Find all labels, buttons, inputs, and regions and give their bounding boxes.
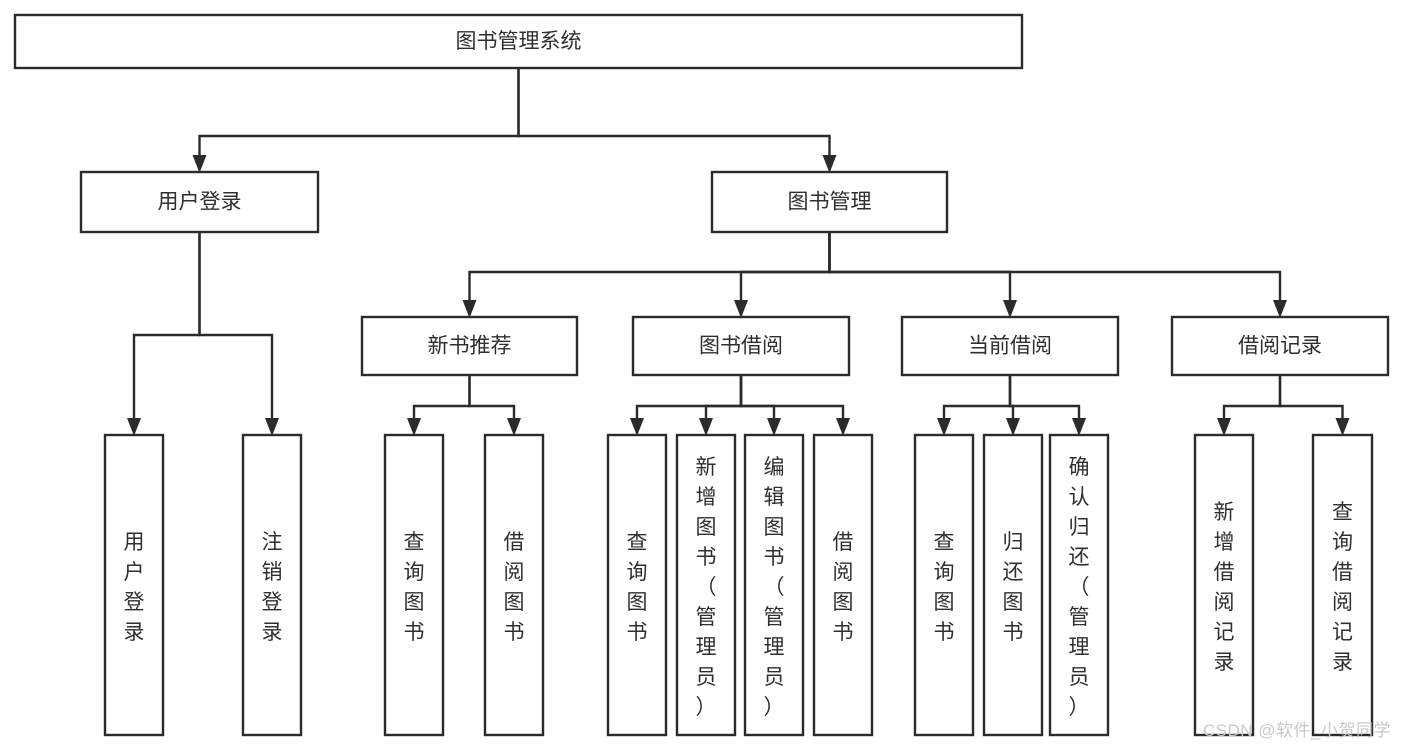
arrow-head	[937, 418, 951, 436]
node-leaf-confirm-return[interactable]: 确认归还（管理员）	[1048, 433, 1110, 737]
node-leaf-query-book-rec[interactable]: 查询图书	[383, 433, 445, 737]
node-label: 图书管理	[788, 191, 872, 214]
connector-current-borrow-to-leaf-confirm-return	[1008, 375, 1086, 436]
node-label: 编辑图书（管理员）	[764, 456, 785, 719]
connector-current-borrow-to-leaf-query-book-cur	[937, 375, 1012, 436]
node-box[interactable]	[1193, 433, 1255, 737]
node-box[interactable]	[743, 433, 805, 737]
arrow-head	[822, 155, 837, 173]
connector-borrow-record-to-leaf-add-record	[1217, 375, 1282, 436]
node-root[interactable]: 图书管理系统	[13, 13, 1024, 70]
node-leaf-query-record[interactable]: 查询借阅记录	[1311, 433, 1374, 737]
connector-book-borrow-to-leaf-borrow-book	[739, 375, 850, 436]
node-box[interactable]	[360, 315, 579, 377]
connector-user-login-to-leaf-user-logout	[198, 232, 279, 436]
node-label: 查询图书	[404, 531, 425, 644]
node-leaf-user-logout[interactable]: 注销登录	[241, 433, 303, 737]
node-user-login[interactable]: 用户登录	[79, 170, 320, 234]
connector-new-book-rec-to-leaf-borrow-book-rec	[468, 375, 521, 436]
node-box[interactable]	[383, 433, 445, 737]
node-label: 用户登录	[158, 191, 242, 214]
node-label: 查询图书	[934, 531, 955, 644]
node-box[interactable]	[1311, 433, 1374, 737]
connector-book-manage-to-borrow-record	[828, 232, 1287, 318]
node-box[interactable]	[13, 13, 1024, 70]
node-box[interactable]	[483, 433, 545, 737]
arrow-head	[265, 418, 279, 436]
node-box[interactable]	[675, 433, 737, 737]
node-label: 新增借阅记录	[1214, 501, 1235, 674]
node-label: 用户登录	[124, 531, 145, 644]
node-leaf-query-book-cur[interactable]: 查询图书	[913, 433, 975, 737]
arrow-head	[127, 418, 141, 436]
node-label: 图书管理系统	[456, 30, 582, 53]
node-box[interactable]	[812, 433, 874, 737]
arrow-head	[767, 418, 781, 436]
connector-book-manage-to-new-book-rec	[462, 232, 831, 318]
arrow-head	[462, 300, 477, 318]
node-leaf-user-login[interactable]: 用户登录	[103, 433, 165, 737]
arrow-head	[699, 418, 713, 436]
node-book-borrow[interactable]: 图书借阅	[631, 315, 851, 377]
node-label: 查询图书	[627, 531, 648, 644]
node-label: 注销登录	[262, 531, 283, 644]
node-label: 图书借阅	[699, 335, 783, 358]
node-box[interactable]	[79, 170, 320, 234]
node-box[interactable]	[982, 433, 1044, 737]
node-leaf-add-book[interactable]: 新增图书（管理员）	[675, 433, 737, 737]
node-leaf-return-book[interactable]: 归还图书	[982, 433, 1044, 737]
arrow-head	[1217, 418, 1231, 436]
node-box[interactable]	[913, 433, 975, 737]
arrow-head	[507, 418, 521, 436]
node-label: 新增图书（管理员）	[696, 456, 717, 719]
arrow-head	[1072, 418, 1086, 436]
node-label: 查询借阅记录	[1332, 501, 1353, 674]
node-leaf-borrow-book-rec[interactable]: 借阅图书	[483, 433, 545, 737]
arrow-head	[1273, 300, 1287, 318]
arrow-head	[1335, 418, 1350, 436]
connector-user-login-to-leaf-user-login	[127, 232, 201, 436]
node-box[interactable]	[241, 433, 303, 737]
node-new-book-rec[interactable]: 新书推荐	[360, 315, 579, 377]
node-label: 借阅图书	[504, 531, 525, 644]
connector-book-borrow-to-leaf-add-book	[699, 375, 743, 436]
node-label: 借阅记录	[1238, 335, 1322, 358]
node-book-manage[interactable]: 图书管理	[710, 170, 949, 234]
node-box[interactable]	[606, 433, 668, 737]
node-current-borrow[interactable]: 当前借阅	[900, 315, 1120, 377]
node-label: 新书推荐	[428, 335, 512, 358]
connector-root-to-book-manage	[517, 68, 837, 173]
connector-layer	[127, 68, 1350, 436]
node-leaf-borrow-book[interactable]: 借阅图书	[812, 433, 874, 737]
node-label: 当前借阅	[968, 335, 1052, 358]
node-layer: 图书管理系统用户登录图书管理新书推荐图书借阅当前借阅借阅记录用户登录注销登录查询…	[13, 13, 1390, 737]
node-box[interactable]	[900, 315, 1120, 377]
arrow-head	[407, 418, 421, 436]
node-label: 归还图书	[1003, 531, 1024, 644]
arrow-head	[1006, 418, 1020, 436]
connector-book-manage-to-book-borrow	[734, 232, 831, 318]
node-borrow-record[interactable]: 借阅记录	[1170, 315, 1390, 377]
arrow-head	[836, 418, 850, 436]
connector-new-book-rec-to-leaf-query-book-rec	[407, 375, 471, 436]
node-box[interactable]	[103, 433, 165, 737]
node-leaf-query-book[interactable]: 查询图书	[606, 433, 668, 737]
node-box[interactable]	[1170, 315, 1390, 377]
arrow-head	[192, 155, 207, 173]
node-box[interactable]	[1048, 433, 1110, 737]
node-box[interactable]	[631, 315, 851, 377]
arrow-head	[734, 300, 748, 318]
connector-book-manage-to-current-borrow	[828, 232, 1017, 318]
node-leaf-edit-book[interactable]: 编辑图书（管理员）	[743, 433, 805, 737]
node-leaf-add-record[interactable]: 新增借阅记录	[1193, 433, 1255, 737]
arrow-head	[1003, 300, 1017, 318]
node-box[interactable]	[710, 170, 949, 234]
csdn-watermark: CSDN @软件_小贺同学	[1202, 721, 1391, 740]
node-label: 确认归还（管理员）	[1069, 456, 1090, 719]
connector-borrow-record-to-leaf-query-record	[1278, 375, 1350, 436]
arrow-head	[630, 418, 644, 436]
node-label: 借阅图书	[833, 531, 854, 644]
connector-root-to-user-login	[192, 68, 520, 173]
